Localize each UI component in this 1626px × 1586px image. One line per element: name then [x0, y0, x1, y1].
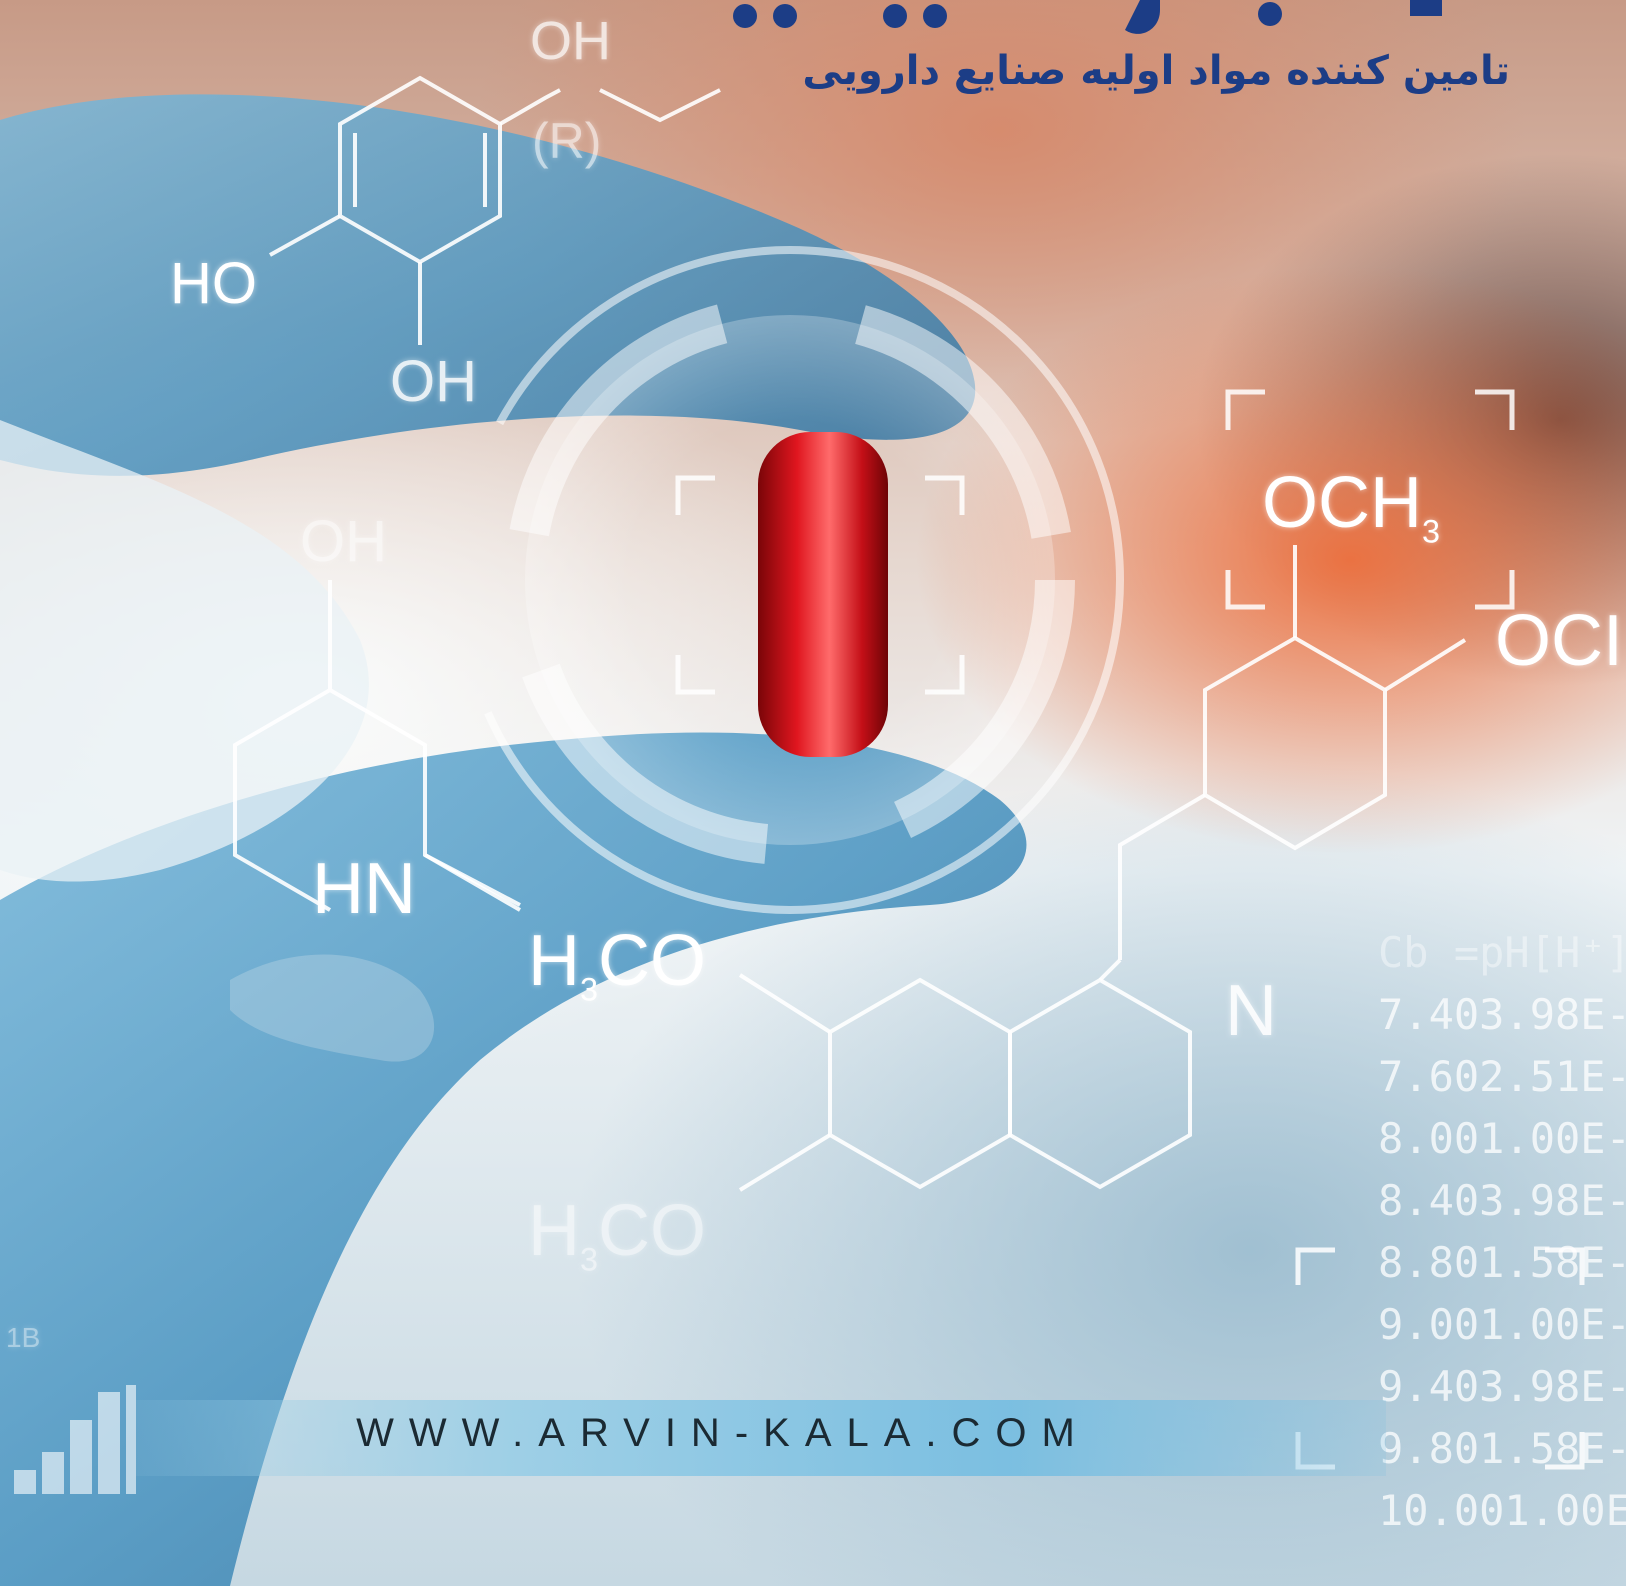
- ph-row: 8.001.00E-: [1378, 1114, 1626, 1163]
- brand-tagline: تامین کننده مواد اولیه صنایع دارویی: [802, 48, 1510, 94]
- label-oh-lower: OH: [300, 509, 387, 574]
- ph-row: 9.403.98E-: [1378, 1362, 1626, 1411]
- och3-subscript: 3: [1422, 513, 1441, 550]
- pill-focus-brackets: [675, 475, 965, 695]
- h3co-upper-h: H: [528, 921, 580, 1001]
- label-ocl: OCI: [1495, 601, 1624, 681]
- label-r: (R): [532, 113, 602, 169]
- ph-row: 10.001.00E: [1378, 1486, 1626, 1535]
- label-h3co-lower: H3CO: [528, 1190, 706, 1278]
- label-oh-top: OH: [530, 11, 611, 71]
- label-och3: OCH3: [1262, 462, 1440, 550]
- label-1b: 1B: [6, 1322, 41, 1353]
- label-ho: HO: [170, 251, 257, 316]
- h3co-upper-sub: 3: [580, 971, 599, 1008]
- ph-row: 7.602.51E-: [1378, 1052, 1626, 1101]
- och3-text: OCH: [1262, 463, 1422, 543]
- label-h3co-upper: H3CO: [528, 920, 706, 1008]
- h3co-upper-co: CO: [598, 921, 707, 1001]
- label-oh-mid: OH: [390, 349, 477, 414]
- label-hn: HN: [312, 849, 416, 929]
- ph-row: 9.801.58E-: [1378, 1424, 1626, 1473]
- ph-row: 8.403.98E-: [1378, 1176, 1626, 1225]
- ph-row: 9.001.00E-: [1378, 1300, 1626, 1349]
- hud-outer-ring: [456, 246, 1124, 914]
- ph-row: 8.801.58E-: [1378, 1238, 1626, 1287]
- och3-focus-brackets: [1225, 389, 1515, 610]
- website-banner: [136, 1400, 1386, 1476]
- h3co-lower-sub: 3: [580, 1241, 599, 1278]
- h3co-lower-h: H: [528, 1191, 580, 1271]
- bar-graph-icon: [14, 1385, 136, 1494]
- ph-header: Cb =pH[H⁺]: [1378, 928, 1626, 977]
- ph-data-column: Cb =pH[H⁺] 7.403.98E- 7.602.51E- 8.001.0…: [1378, 922, 1626, 1542]
- label-n: N: [1225, 971, 1277, 1051]
- map-continent-shape: [230, 954, 435, 1062]
- logo-fragment: [733, 0, 1442, 34]
- palm-shape: [0, 420, 369, 882]
- molecule-structure-lines: [233, 75, 1467, 1192]
- red-pill-capsule: [758, 432, 888, 757]
- lower-finger-shape: [0, 732, 1027, 1586]
- h3co-lower-co: CO: [598, 1191, 707, 1271]
- ph-row: 7.403.98E-: [1378, 990, 1626, 1039]
- website-url[interactable]: WWW.ARVIN-KALA.COM: [356, 1411, 1090, 1455]
